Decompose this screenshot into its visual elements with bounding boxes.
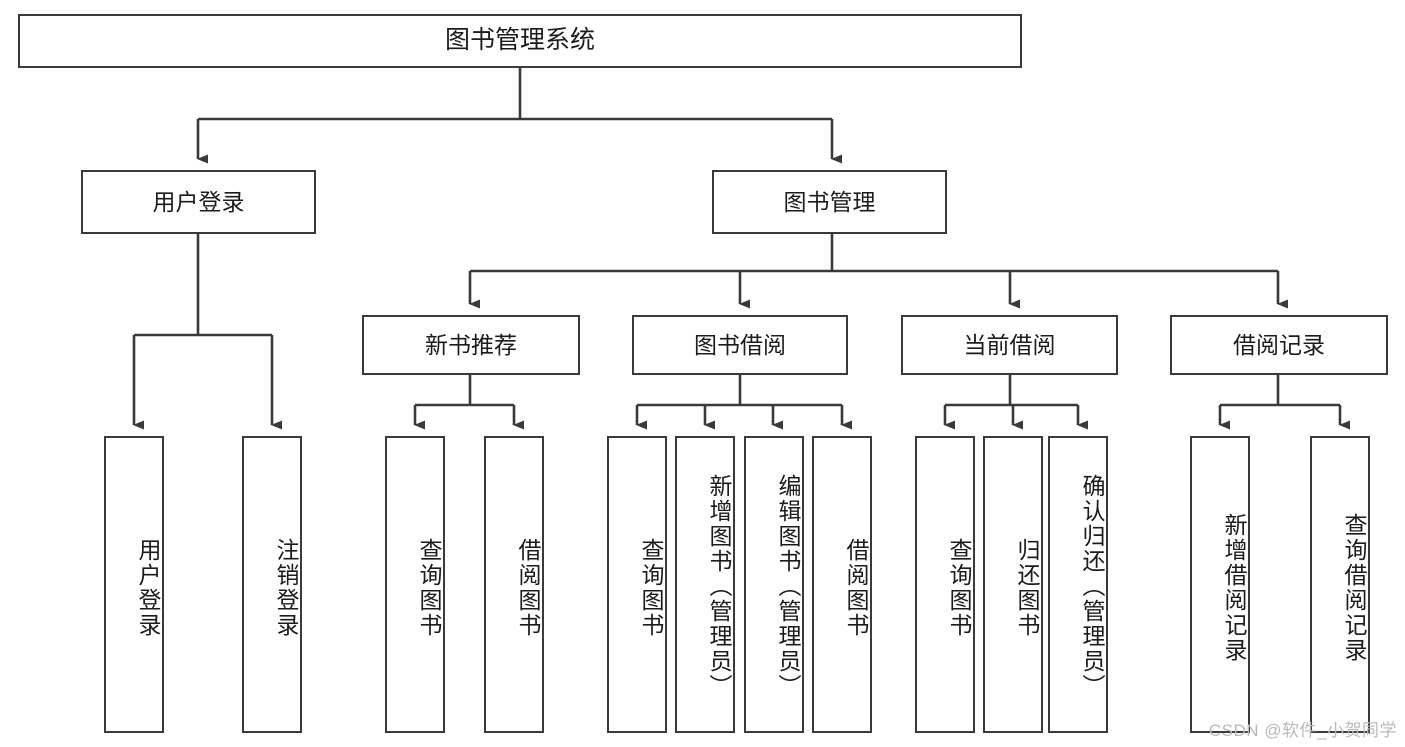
leaf-new-book-borrow-book[interactable]: 借阅图书 xyxy=(484,436,544,733)
leaf-current-borrow-return-book[interactable]: 归还图书 xyxy=(983,436,1043,733)
node-label: 查询图书 xyxy=(416,537,442,638)
leaf-current-borrow-query-book[interactable]: 查询图书 xyxy=(915,436,975,733)
node-label: 图书管理系统 xyxy=(444,26,595,55)
node-label: 图书管理 xyxy=(783,188,876,215)
leaf-book-borrow-query-book[interactable]: 查询图书 xyxy=(607,436,667,733)
node-book-management[interactable]: 图书管理 xyxy=(712,170,947,234)
node-label: 借阅图书 xyxy=(515,537,541,638)
node-label: 查询图书 xyxy=(946,537,972,638)
node-borrow-record[interactable]: 借阅记录 xyxy=(1170,315,1388,375)
leaf-user-login-login[interactable]: 用户登录 xyxy=(104,436,164,733)
node-current-borrow[interactable]: 当前借阅 xyxy=(901,315,1118,375)
node-label: 新书推荐 xyxy=(425,331,517,358)
leaf-borrow-record-query-record[interactable]: 查询借阅记录 xyxy=(1310,436,1370,733)
node-label: 查询借阅记录 xyxy=(1341,512,1367,663)
node-label: 图书借阅 xyxy=(694,331,786,358)
leaf-book-borrow-edit-book-admin[interactable]: 编辑图书（管理员） xyxy=(744,436,804,733)
node-label: 注销登录 xyxy=(273,537,299,638)
node-user-login[interactable]: 用户登录 xyxy=(81,170,316,234)
leaf-borrow-record-add-record[interactable]: 新增借阅记录 xyxy=(1190,436,1250,733)
leaf-current-borrow-confirm-return-admin[interactable]: 确认归还（管理员） xyxy=(1048,436,1108,733)
node-label: 查询图书 xyxy=(638,537,664,638)
leaf-book-borrow-add-book-admin[interactable]: 新增图书（管理员） xyxy=(675,436,735,733)
node-new-book-recommend[interactable]: 新书推荐 xyxy=(362,315,580,375)
leaf-user-login-logout[interactable]: 注销登录 xyxy=(242,436,302,733)
node-label: 借阅记录 xyxy=(1233,331,1325,358)
node-label: 用户登录 xyxy=(152,188,245,215)
node-label: 用户登录 xyxy=(135,537,161,638)
leaf-new-book-query-book[interactable]: 查询图书 xyxy=(385,436,445,733)
node-book-borrow[interactable]: 图书借阅 xyxy=(632,315,848,375)
node-label: 确认归还（管理员） xyxy=(1079,474,1105,699)
node-label: 新增图书（管理员） xyxy=(706,474,732,699)
node-label: 新增借阅记录 xyxy=(1221,512,1247,663)
node-label: 当前借阅 xyxy=(963,331,1056,358)
csdn-watermark: CSDN @软件_小贺同学 xyxy=(1208,721,1397,740)
node-root-book-management-system[interactable]: 图书管理系统 xyxy=(18,14,1022,68)
leaf-book-borrow-borrow-book[interactable]: 借阅图书 xyxy=(812,436,872,733)
node-label: 借阅图书 xyxy=(843,537,869,638)
node-label: 编辑图书（管理员） xyxy=(775,474,801,699)
node-label: 归还图书 xyxy=(1014,537,1040,638)
